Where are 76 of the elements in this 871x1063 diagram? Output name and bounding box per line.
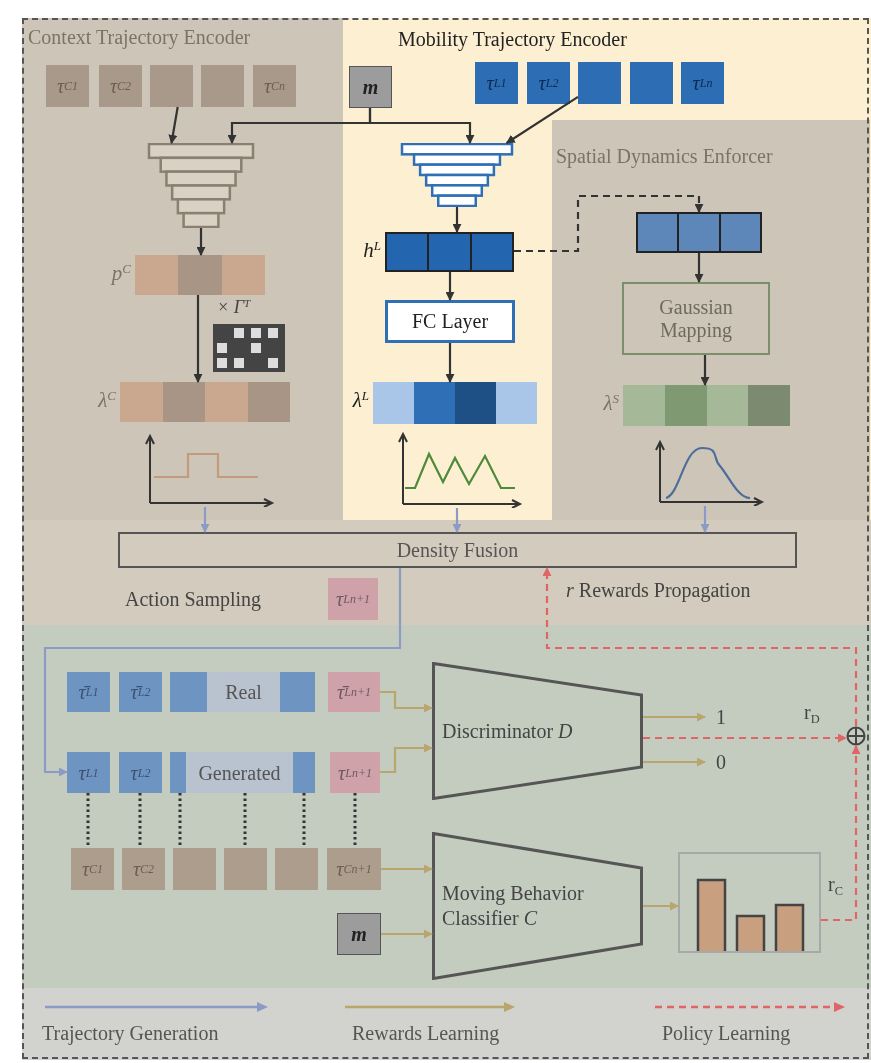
output-label: 1: [705, 700, 737, 734]
arrow: [452, 508, 462, 533]
connector-line: [138, 793, 142, 848]
bar-chart-drawing: [678, 852, 821, 953]
encoder-panel: [22, 18, 343, 520]
token-box: [280, 672, 315, 712]
sum-symbol-icon: [846, 726, 866, 746]
token-box: [578, 62, 621, 104]
panel-title: Context Trajectory Encoder: [28, 26, 251, 49]
arrow: [700, 355, 710, 386]
legend-label: Trajectory Generation: [42, 1021, 219, 1045]
vector-bar: [636, 212, 762, 253]
token-box: [173, 848, 216, 890]
process-box: Gaussian Mapping: [622, 282, 770, 355]
arrow: [643, 733, 847, 743]
connector-line: [353, 793, 357, 848]
token-box: [630, 62, 673, 104]
block-label: Moving Behavior Classifier C: [442, 881, 585, 931]
matrix-label: × Γ$^{T}$: [217, 298, 251, 318]
token-box: [293, 752, 315, 793]
arrow: [694, 253, 704, 283]
arrow: [643, 901, 679, 911]
encoder-funnel-drawing: [400, 143, 514, 207]
arrow: [643, 757, 706, 767]
vector-label: λ$^{S}$: [603, 391, 619, 417]
legend-label: Rewards Learning: [352, 1021, 500, 1045]
legend-label: Policy Learning: [662, 1021, 791, 1045]
arrow: [452, 207, 462, 233]
token-box: [150, 65, 193, 107]
arrow: [381, 864, 433, 874]
arrow: [700, 506, 710, 533]
encoder-panel: [343, 18, 871, 520]
arrow: [168, 106, 179, 144]
arrow: [514, 194, 704, 253]
process-box: Density Fusion: [118, 532, 797, 568]
sample-label: Generated: [186, 752, 293, 793]
block-label: Discriminator D: [442, 718, 574, 744]
token-box: [170, 752, 186, 793]
arrow: [43, 568, 402, 777]
arrow: [445, 343, 455, 383]
arrow: [368, 108, 475, 144]
arrow: [200, 507, 210, 533]
vector-label: λ$^{L}$: [352, 388, 369, 414]
arrow: [193, 295, 203, 383]
network-block: [432, 662, 643, 800]
token-box: [201, 65, 244, 107]
arrow: [505, 95, 579, 144]
process-box: FC Layer: [385, 300, 515, 343]
arrow: [196, 228, 206, 256]
arrow: [821, 745, 861, 922]
arrow: [380, 690, 433, 713]
vector-label: p$^{C}$: [111, 261, 131, 287]
arrow: [643, 712, 706, 722]
arrow: [542, 567, 858, 726]
token-box: [224, 848, 267, 890]
arrow: [445, 272, 455, 301]
sample-label: Real: [207, 672, 280, 712]
vector-label: λ$^{C}$: [98, 388, 116, 414]
mode-token: m: [337, 913, 381, 955]
connector-line: [178, 793, 182, 848]
output-label: 0: [705, 745, 737, 779]
vector-label: h$^{L}$: [363, 238, 381, 264]
network-block: [432, 832, 643, 980]
mode-token: m: [349, 66, 392, 108]
arrow: [380, 743, 433, 774]
connector-line: [86, 793, 90, 848]
connector-line: [302, 793, 306, 848]
panel-title: Spatial Dynamics Enforcer: [556, 145, 773, 168]
panel-title: Mobility Trajectory Encoder: [398, 28, 627, 51]
encoder-panel: [552, 120, 870, 520]
arrow: [381, 929, 433, 939]
token-box: [170, 672, 207, 712]
connector-line: [243, 793, 247, 848]
section-label: Action Sampling: [125, 587, 262, 613]
encoder-funnel-drawing: [147, 143, 255, 228]
token-box: [275, 848, 318, 890]
